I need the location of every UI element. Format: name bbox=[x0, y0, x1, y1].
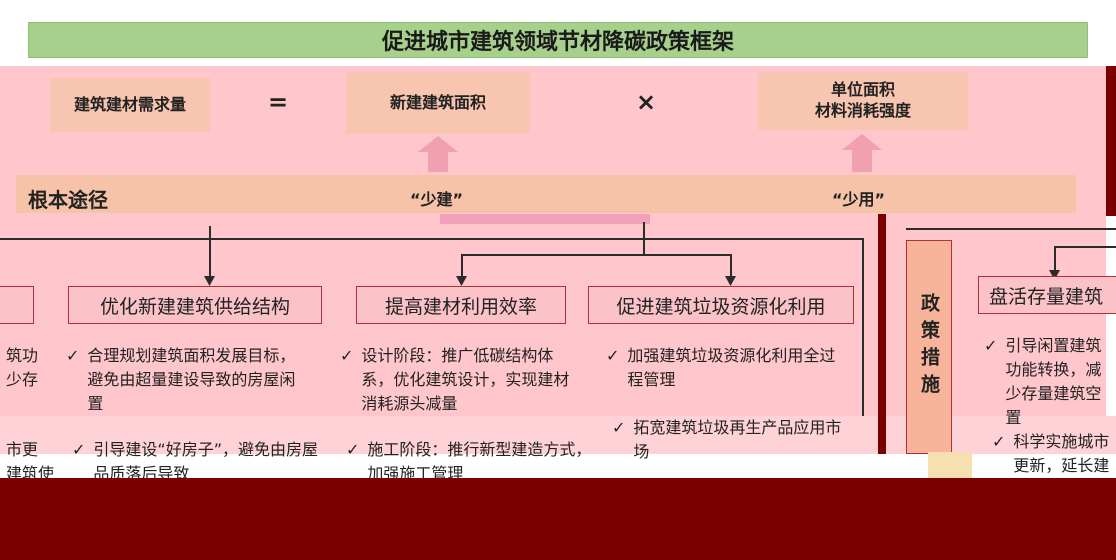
efficiency-title: 提高建材利用效率 bbox=[356, 286, 566, 324]
check-icon: ✓ bbox=[984, 336, 998, 355]
connector-v-waste bbox=[730, 254, 732, 282]
connector-v-eff bbox=[461, 254, 463, 282]
waste-bullet1: ✓ 加强建筑垃圾资源化利用全过程管理 bbox=[606, 344, 846, 392]
check-icon: ✓ bbox=[72, 440, 86, 459]
demand-box: 建筑建材需求量 bbox=[50, 78, 210, 132]
equals-sign: = bbox=[268, 88, 289, 116]
arrowheads bbox=[204, 270, 1060, 286]
policy-measures-box: 政策措施 bbox=[906, 240, 952, 454]
divider-bar-left bbox=[878, 214, 886, 454]
efficiency-title-text: 提高建材利用效率 bbox=[384, 295, 537, 318]
policy-measures-label: 政策措施 bbox=[918, 293, 940, 401]
bottom-dark-region bbox=[0, 478, 1116, 560]
check-icon: ✓ bbox=[346, 440, 360, 459]
times-sign: × bbox=[636, 88, 657, 116]
waste-bullet2: ✓ 拓宽建筑垃圾再生产品应用市场 bbox=[612, 416, 852, 464]
waste-title-text: 促进建筑垃圾资源化利用 bbox=[616, 295, 826, 318]
left-partial-line3: 市更 bbox=[6, 440, 39, 459]
check-icon: ✓ bbox=[612, 418, 626, 437]
optimize-title-text: 优化新建建筑供给结构 bbox=[99, 295, 290, 318]
left-partial-line2: 少存 bbox=[6, 370, 39, 389]
connector-h-right-top bbox=[906, 228, 1116, 230]
connector-v-right bbox=[862, 238, 864, 416]
waste-bullet1-text: 加强建筑垃圾资源化利用全过程管理 bbox=[627, 346, 836, 389]
demand-label: 建筑建材需求量 bbox=[73, 94, 186, 114]
area-box: 新建建筑面积 bbox=[346, 72, 530, 134]
check-icon: ✓ bbox=[992, 432, 1006, 451]
diagram-title: 促进城市建筑领域节材降碳政策框架 bbox=[28, 22, 1088, 58]
efficiency-bullet1: ✓ 设计阶段：推广低碳结构体系，优化建筑设计，实现建材消耗源头减量 bbox=[340, 344, 580, 416]
connector-highlight bbox=[440, 214, 650, 224]
fundamental-path-band bbox=[16, 175, 1076, 213]
connector-h-right-mid bbox=[1054, 246, 1116, 248]
stock-title: 盘活存量建筑 bbox=[978, 276, 1116, 314]
waste-bullet2-text: 拓宽建筑垃圾再生产品应用市场 bbox=[633, 418, 842, 461]
connector-h-main bbox=[0, 238, 862, 240]
connector-h-mid bbox=[461, 254, 731, 256]
check-icon: ✓ bbox=[606, 346, 620, 365]
waste-title: 促进建筑垃圾资源化利用 bbox=[588, 286, 854, 324]
stock-title-text: 盘活存量建筑 bbox=[989, 285, 1104, 308]
optimize-bullet1-text: 合理规划建筑面积发展目标，避免由超量建设导致的房屋闲置 bbox=[87, 346, 296, 413]
divider-bar-right bbox=[1106, 66, 1116, 216]
optimize-bullet1: ✓ 合理规划建筑面积发展目标，避免由超量建设导致的房屋闲置 bbox=[66, 344, 306, 416]
up-arrow-area bbox=[418, 136, 458, 172]
intensity-line1: 单位面积 bbox=[830, 80, 895, 100]
left-partial-line1: 筑功 bbox=[6, 346, 39, 365]
check-icon: ✓ bbox=[340, 346, 354, 365]
fundamental-path-label: 根本途径 bbox=[28, 188, 108, 212]
intensity-line2: 材料消耗强度 bbox=[814, 101, 911, 120]
area-label: 新建建筑面积 bbox=[389, 92, 486, 112]
bottom-light-patch bbox=[928, 452, 972, 478]
less-build-label: “少建” bbox=[410, 190, 464, 209]
up-arrow-intensity bbox=[842, 134, 882, 172]
optimize-title: 优化新建建筑供给结构 bbox=[68, 286, 322, 324]
efficiency-bullet1-text: 设计阶段：推广低碳结构体系，优化建筑设计，实现建材消耗源头减量 bbox=[361, 346, 570, 413]
connector-v-mid bbox=[643, 222, 645, 255]
check-icon: ✓ bbox=[66, 346, 80, 365]
stock-bullet1-text: 引导闲置建筑功能转换，减少存量建筑空置 bbox=[1005, 336, 1102, 427]
left-partial-title bbox=[0, 286, 34, 324]
less-use-label: “少用” bbox=[832, 190, 886, 209]
connector-v-left bbox=[209, 226, 211, 282]
connector-v-stock bbox=[1054, 246, 1056, 274]
intensity-box: 单位面积 材料消耗强度 bbox=[758, 72, 968, 130]
stock-bullet1: ✓ 引导闲置建筑功能转换，减少存量建筑空置 bbox=[984, 334, 1114, 430]
left-partial-bullet1: 筑功 少存 bbox=[6, 344, 46, 392]
title-text: 促进城市建筑领域节材降碳政策框架 bbox=[381, 30, 734, 55]
